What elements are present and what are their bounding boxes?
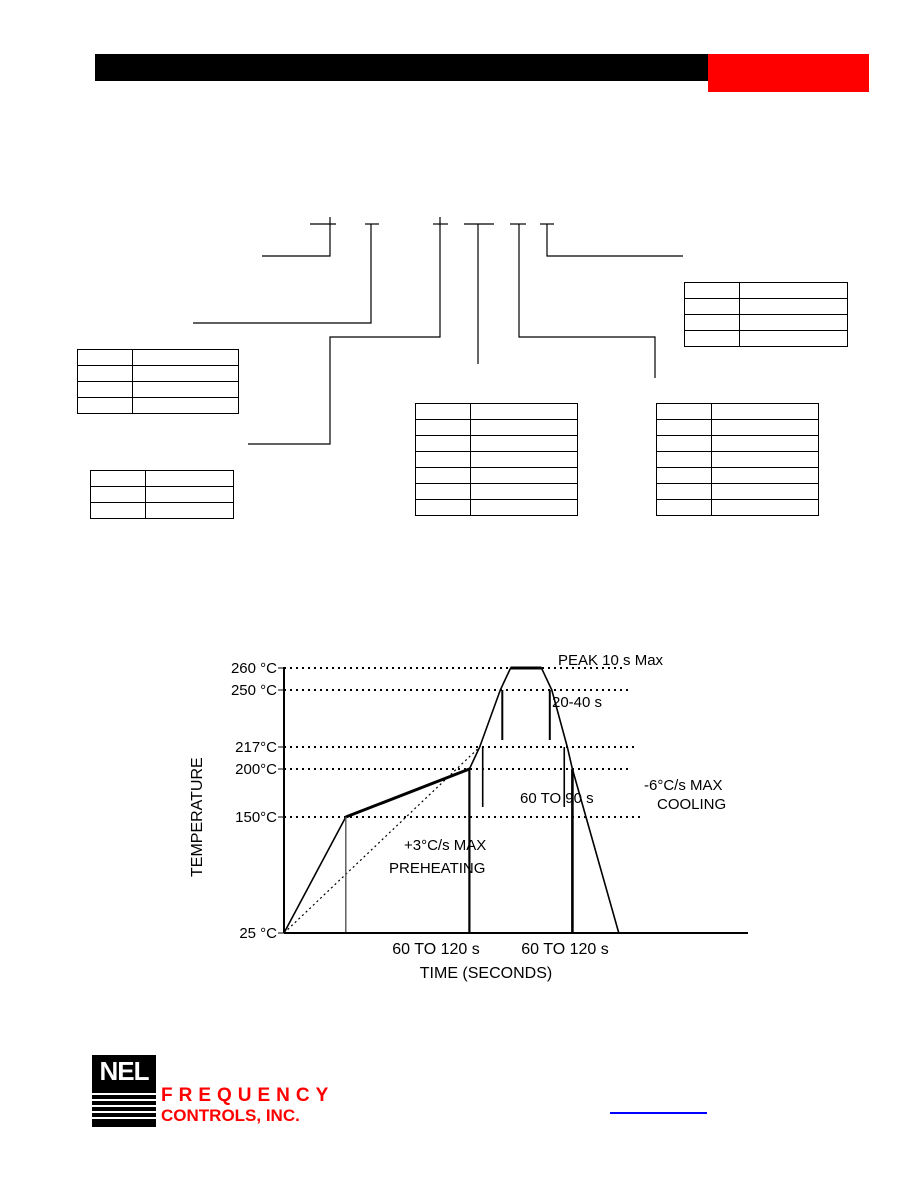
preheat-segment bbox=[345, 767, 470, 819]
y-axis-ticks: 25 °C 150°C 200°C 217°C 250 °C 260 °C bbox=[231, 660, 642, 942]
time-above-250-annotation: 20-40 s bbox=[552, 694, 602, 711]
time-above-217-annotation: 60 TO 90 s bbox=[520, 790, 594, 807]
y-axis-label: TEMPERATURE bbox=[189, 757, 206, 877]
option-table-2 bbox=[77, 349, 239, 414]
website-link-underline[interactable] bbox=[610, 1112, 707, 1114]
y-tick-label: 250 °C bbox=[231, 682, 277, 699]
preheat-time-label: 60 TO 120 s bbox=[392, 941, 479, 958]
preheat-rate-annotation: +3°C/s MAX bbox=[404, 837, 486, 854]
reflow-time-label: 60 TO 120 s bbox=[521, 941, 608, 958]
option-table-4 bbox=[415, 403, 578, 516]
logo-text-controls: CONTROLS, INC. bbox=[161, 1106, 300, 1125]
ordering-diagram bbox=[193, 217, 683, 445]
preheat-annotation: PREHEATING bbox=[389, 860, 485, 877]
y-tick-label: 25 °C bbox=[239, 925, 277, 942]
logo-text-frequency: FREQUENCY bbox=[161, 1085, 335, 1106]
leader-5 bbox=[518, 224, 656, 378]
header-accent-block bbox=[708, 54, 869, 92]
option-table-6 bbox=[684, 282, 848, 347]
header-bar bbox=[95, 54, 709, 81]
option-table-5 bbox=[656, 403, 819, 516]
cool-rate-annotation: -6°C/s MAX bbox=[644, 777, 723, 794]
x-axis-label: TIME (SECONDS) bbox=[420, 965, 552, 982]
option-table-3 bbox=[90, 470, 234, 519]
y-tick-label: 200°C bbox=[235, 761, 277, 778]
y-tick-label: 260 °C bbox=[231, 660, 277, 677]
y-tick-label: 150°C bbox=[235, 809, 277, 826]
leader-6 bbox=[546, 224, 683, 257]
peak-annotation: PEAK 10 s Max bbox=[558, 652, 664, 669]
reflow-profile-chart: 25 °C 150°C 200°C 217°C 250 °C 260 °C TEMPERA… bbox=[189, 652, 748, 982]
logo-mark-text: NEL bbox=[99, 1056, 150, 1086]
logo-mark: NEL bbox=[92, 1055, 156, 1127]
cooling-annotation: COOLING bbox=[657, 796, 726, 813]
profile-lines bbox=[283, 666, 620, 934]
leader-3 bbox=[248, 224, 441, 445]
company-logo: NEL FREQUENCY CONTROLS, INC. bbox=[92, 1055, 332, 1130]
leader-1 bbox=[262, 224, 331, 257]
y-tick-label: 217°C bbox=[235, 739, 277, 756]
leader-2 bbox=[193, 224, 372, 324]
